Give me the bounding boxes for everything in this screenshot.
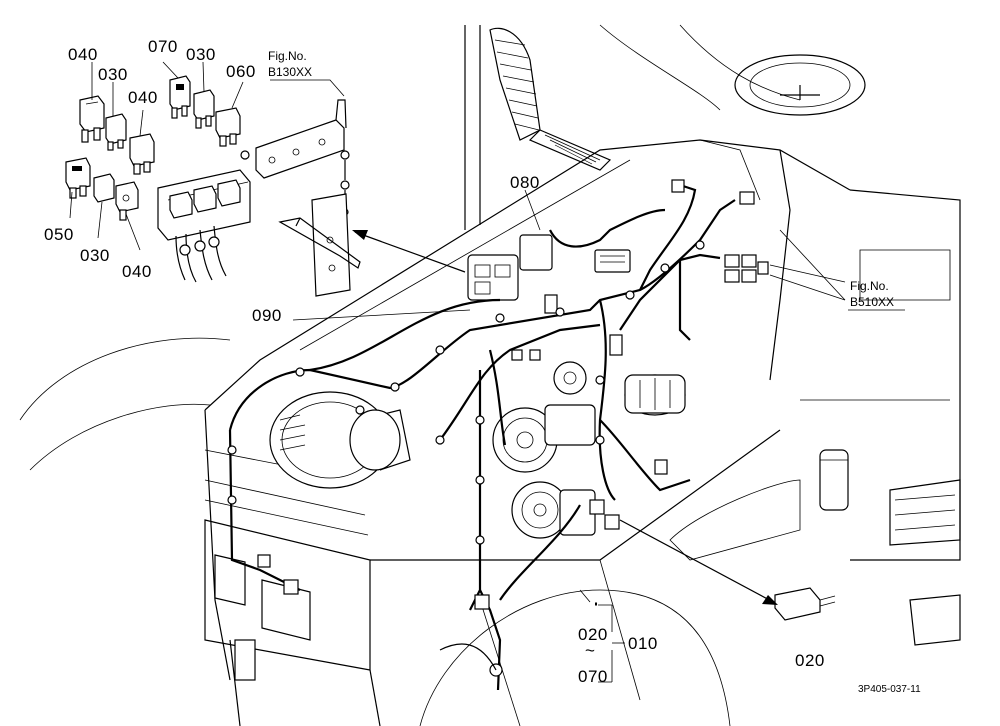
- relay-060: [215, 107, 241, 147]
- relay-exploded-view: [65, 75, 361, 297]
- figure-references: Fig.No. B130XX Fig.No. B510XX: [268, 49, 905, 311]
- drawing-code: 3P405-037-11: [858, 684, 921, 695]
- callout-arrows: [352, 230, 778, 605]
- label-030-top: 030: [98, 65, 128, 84]
- relay-040-low: [115, 181, 139, 221]
- fuse-030-a: [105, 113, 127, 151]
- main-wiring-harness: [227, 179, 755, 691]
- relay-base-block: [157, 169, 251, 283]
- relay-bracket: [240, 99, 350, 216]
- tractor-body-outline: [19, 24, 961, 726]
- label-070-range-end: 070: [578, 667, 608, 686]
- label-090: 090: [252, 306, 282, 325]
- relay-050: [65, 157, 91, 199]
- relay-040-mid: [129, 133, 155, 175]
- fig2-code: B510XX: [850, 295, 894, 309]
- label-070-top: 070: [148, 37, 178, 56]
- label-range-tilde: ~: [585, 641, 595, 660]
- label-060: 060: [226, 62, 256, 81]
- label-020-connector: 020: [795, 651, 825, 670]
- part-labels: 040 030 070 030 060 040 050 030 040 080 …: [44, 37, 825, 686]
- label-040-mid: 040: [128, 88, 158, 107]
- leader-lines: [69, 61, 846, 683]
- label-030-second: 030: [186, 45, 216, 64]
- fuse-070: [169, 75, 191, 119]
- label-040-top: 040: [68, 45, 98, 64]
- fuse-030-c: [93, 173, 115, 203]
- relay-040-top: [79, 95, 105, 143]
- fig1-code: B130XX: [268, 65, 312, 79]
- mounting-plate: [278, 193, 361, 297]
- label-010: 010: [628, 634, 658, 653]
- cab-post-grill: [489, 27, 612, 171]
- fuse-030-b: [193, 89, 215, 129]
- label-040-low: 040: [122, 262, 152, 281]
- label-020-range-start: 020: [578, 625, 608, 644]
- engine-components: [269, 234, 836, 621]
- label-030-low: 030: [80, 246, 110, 265]
- label-050: 050: [44, 225, 74, 244]
- fig1-title: Fig.No.: [268, 49, 307, 63]
- fig2-title: Fig.No.: [850, 279, 889, 293]
- fig1-leader: [270, 79, 345, 97]
- label-080: 080: [510, 173, 540, 192]
